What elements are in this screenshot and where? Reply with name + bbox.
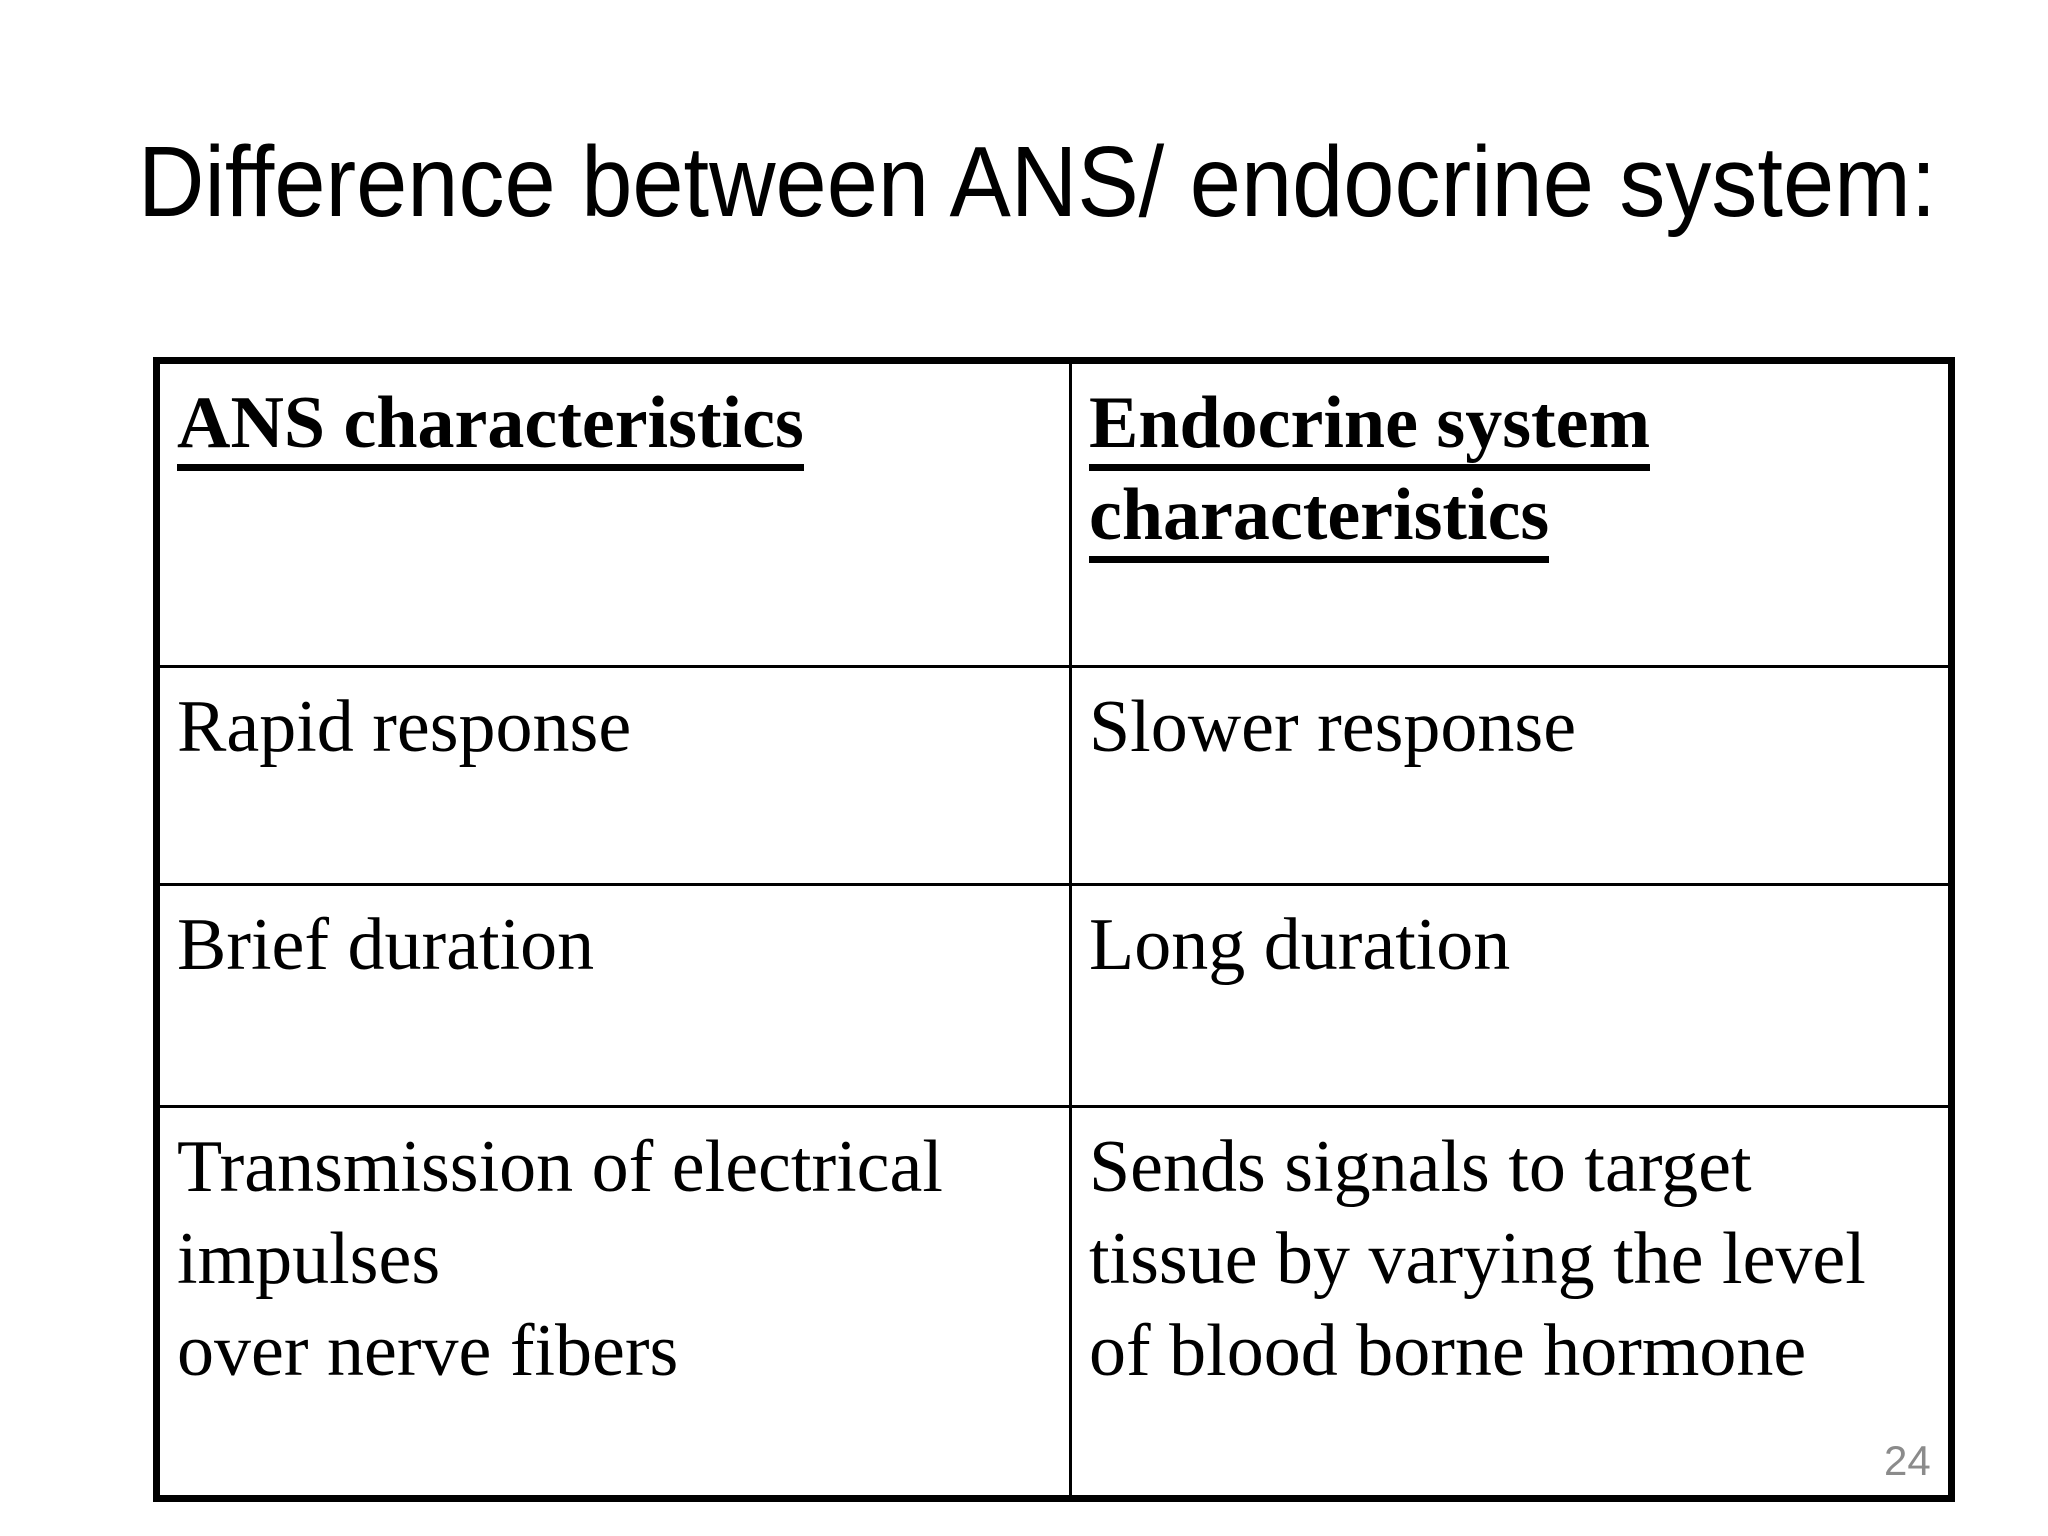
cell-endocrine-response: Slower response (1069, 665, 1953, 886)
comparison-table: ANS characteristics Endocrine system cha… (153, 357, 1955, 1502)
cell-ans-duration: Brief duration (155, 883, 1072, 1108)
cell-endocrine-duration: Long duration (1069, 883, 1953, 1108)
cell-endocrine-transmission: Sends signals to target tissue by varyin… (1069, 1105, 1953, 1500)
header-label-endocrine: Endocrine system characteristics (1089, 382, 1651, 563)
header-label-ans: ANS characteristics (177, 382, 804, 471)
header-cell-endocrine: Endocrine system characteristics (1069, 359, 1953, 668)
cell-ans-transmission: Transmission of electrical impulses over… (155, 1105, 1072, 1500)
table-row: Brief duration Long duration (155, 883, 1953, 1108)
table-row: Transmission of electrical impulses over… (155, 1105, 1953, 1500)
table-header-row: ANS characteristics Endocrine system cha… (155, 359, 1953, 668)
slide-title: Difference between ANS/ endocrine system… (138, 126, 1937, 238)
page-number: 24 (1884, 1437, 1931, 1484)
cell-ans-response: Rapid response (155, 665, 1072, 886)
table-row: Rapid response Slower response (155, 665, 1953, 886)
header-cell-ans: ANS characteristics (155, 359, 1072, 668)
